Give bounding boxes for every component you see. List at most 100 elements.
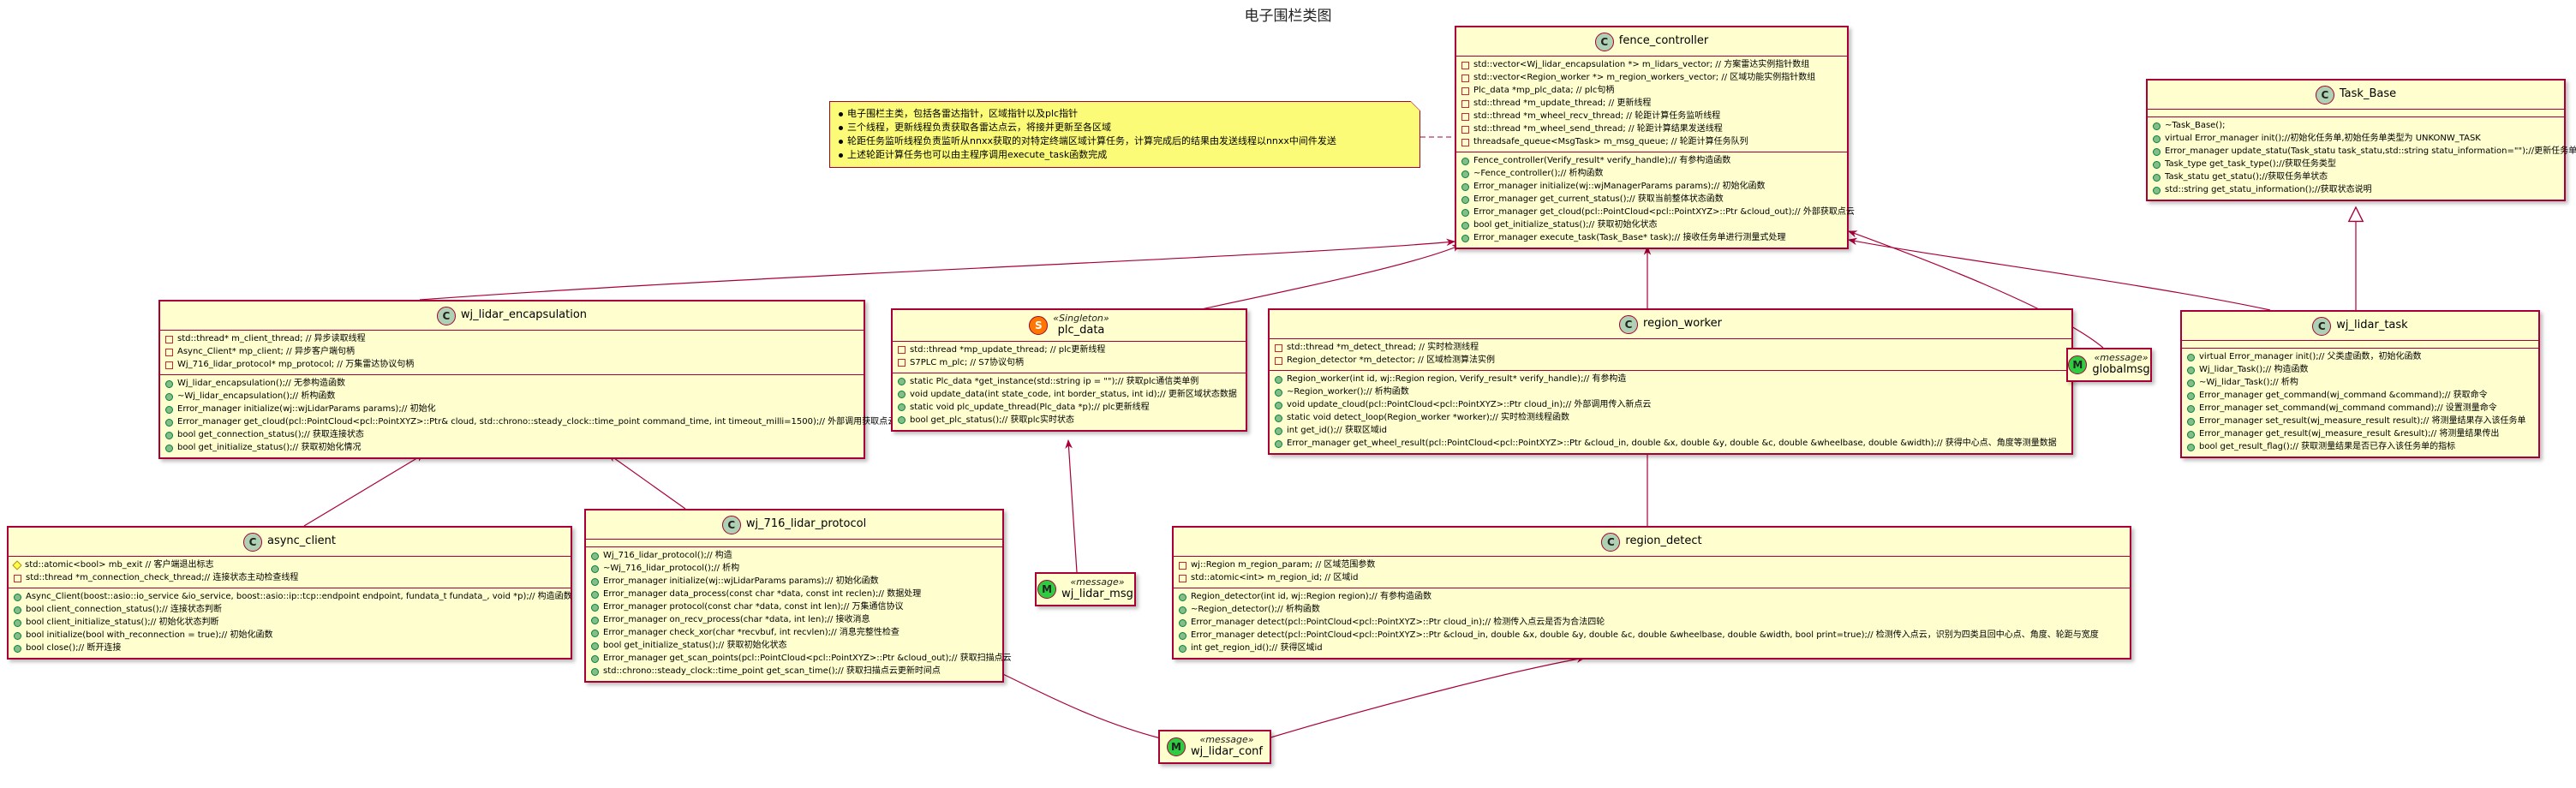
- method-text: Error_manager get_command(wj_command &co…: [2199, 391, 2488, 400]
- class-icon: C: [2312, 316, 2332, 336]
- class-wj-lidar-msg[interactable]: M«message»wj_lidar_msg: [1035, 572, 1136, 606]
- public-visibility-icon: [165, 444, 173, 452]
- method-text: Error_manager detect(pcl::PointCloud<pcl…: [1191, 630, 2099, 640]
- method-text: Error_manager get_result(wj_measure_resu…: [2199, 429, 2500, 439]
- field-row: wj::Region m_region_param; // 区域范围参数: [1179, 559, 2125, 572]
- fields-section: [586, 540, 1002, 547]
- method-text: Error_manager data_process(const char *d…: [603, 589, 922, 599]
- public-visibility-icon: [1461, 208, 1469, 217]
- method-row: Region_detector(int id, wj::Region regio…: [1179, 591, 2125, 604]
- method-row: Wj_716_lidar_protocol();// 构造: [591, 550, 997, 563]
- method-row: Error_manager update_statu(Task_statu ta…: [2153, 146, 2576, 158]
- method-row: bool initialize(bool with_reconnection =…: [14, 630, 565, 642]
- fields-section: [2182, 341, 2538, 349]
- method-text: virtual Error_manager init();//初始化任务单,初始…: [2165, 134, 2481, 143]
- private-visibility-icon: [165, 361, 173, 369]
- public-visibility-icon: [2187, 391, 2195, 400]
- class-icon: C: [1619, 314, 1639, 334]
- note-line: 上述轮距计算任务也可以由主程序调用execute_task函数完成: [839, 148, 1411, 162]
- class-name-block: «message»globalmsg: [2092, 352, 2149, 377]
- message-icon: M: [1037, 579, 1057, 599]
- field-row: S7PLC m_plc; // S7协议句柄: [898, 357, 1240, 370]
- field-row: std::thread *mp_update_thread; // plc更新线…: [898, 344, 1240, 357]
- class-name-block: wj_716_lidar_protocol: [746, 517, 866, 531]
- method-text: bool get_initialize_status();// 获取初始化状态: [1473, 220, 1658, 230]
- method-row: bool client_connection_status();// 连接状态判…: [14, 604, 565, 617]
- public-visibility-icon: [1275, 375, 1282, 384]
- public-visibility-icon: [2153, 134, 2161, 143]
- method-text: Wj_lidar_Task();// 构造函数: [2199, 365, 2309, 374]
- public-visibility-icon: [1275, 414, 1282, 422]
- method-text: Error_manager get_scan_points(pcl::Point…: [603, 654, 1012, 663]
- class-name-block: region_detect: [1625, 534, 1701, 548]
- method-row: std::chrono::steady_clock::time_point ge…: [591, 666, 997, 678]
- class-name-block: «message»wj_lidar_msg: [1061, 576, 1133, 601]
- method-row: Error_manager get_current_status();// 获取…: [1461, 194, 1842, 206]
- method-text: bool get_initialize_status();// 获取初始化状态: [603, 641, 787, 650]
- edge-wj-lidar-msg-to-plc-data: [1065, 439, 1078, 573]
- method-row: Error_manager check_xor(char *recvbuf, i…: [591, 627, 997, 640]
- bullet-icon: [839, 126, 843, 130]
- field-text: std::thread *m_update_thread; // 更新线程: [1473, 98, 1652, 108]
- private-visibility-icon: [898, 359, 905, 367]
- method-text: std::chrono::steady_clock::time_point ge…: [603, 666, 941, 676]
- public-visibility-icon: [898, 416, 905, 425]
- methods-section: Fence_controller(Verify_result* verify_h…: [1456, 152, 1855, 248]
- public-visibility-icon: [1275, 439, 1282, 448]
- class-wj-lidar-conf[interactable]: M«message»wj_lidar_conf: [1158, 730, 1271, 764]
- method-text: int get_region_id();// 获得区域id: [1191, 643, 1323, 653]
- method-row: Error_manager initialize(wj::wjManagerPa…: [1461, 181, 1842, 194]
- public-visibility-icon: [165, 392, 173, 401]
- field-text: Region_detector *m_detector; // 区域检测算法实例: [1287, 355, 1496, 365]
- field-row: Plc_data *mp_plc_data; // plc句柄: [1461, 85, 1842, 98]
- public-visibility-icon: [2153, 160, 2161, 169]
- public-visibility-icon: [898, 403, 905, 412]
- class-icon: C: [436, 306, 456, 325]
- methods-section: Region_worker(int id, wj::Region region,…: [1270, 371, 2071, 453]
- method-row: Error_manager get_scan_points(pcl::Point…: [591, 653, 1012, 666]
- method-row: Error_manager get_result(wj_measure_resu…: [2187, 428, 2533, 441]
- method-text: ~Region_worker();// 析构函数: [1287, 387, 1409, 397]
- public-visibility-icon: [165, 379, 173, 388]
- methods-section: ~Task_Base();virtual Error_manager init(…: [2148, 117, 2576, 200]
- singleton-icon: S: [1029, 315, 1049, 335]
- bullet-icon: [839, 140, 843, 144]
- method-row: ~Region_worker();// 析构函数: [1275, 386, 2066, 399]
- method-text: Error_manager execute_task(Task_Base* ta…: [1473, 233, 1786, 242]
- class-name-block: fence_controller: [1618, 34, 1709, 48]
- message-icon: M: [2068, 355, 2088, 374]
- method-row: bool get_connection_status();// 获取连接状态: [165, 429, 858, 442]
- class-name: async_client: [266, 534, 337, 548]
- class-globalmsg[interactable]: M«message»globalmsg: [2066, 348, 2152, 382]
- field-row: std::thread *m_wheel_send_thread; // 轮距计…: [1461, 123, 1842, 136]
- method-row: Error_manager protocol(const char *data,…: [591, 601, 997, 614]
- class-name: fence_controller: [1618, 34, 1709, 48]
- field-row: threadsafe_queue<MsgTask> m_msg_queue; /…: [1461, 136, 1842, 149]
- public-visibility-icon: [1179, 631, 1186, 640]
- method-text: void update_data(int state_code, int bor…: [910, 389, 1237, 399]
- method-row: bool get_initialize_status();// 获取初始化情况: [165, 442, 858, 455]
- class-icon: C: [1594, 32, 1614, 51]
- private-visibility-icon: [1461, 125, 1469, 134]
- private-visibility-icon: [1275, 343, 1282, 352]
- class-name-block: «message»wj_lidar_conf: [1191, 734, 1263, 759]
- public-visibility-icon: [2153, 122, 2161, 130]
- field-row: std::thread* m_client_thread; // 异步读取线程: [165, 333, 858, 346]
- edge-plc-data-to-fence: [1164, 244, 1461, 318]
- method-text: Region_detector(int id, wj::Region regio…: [1191, 592, 1431, 601]
